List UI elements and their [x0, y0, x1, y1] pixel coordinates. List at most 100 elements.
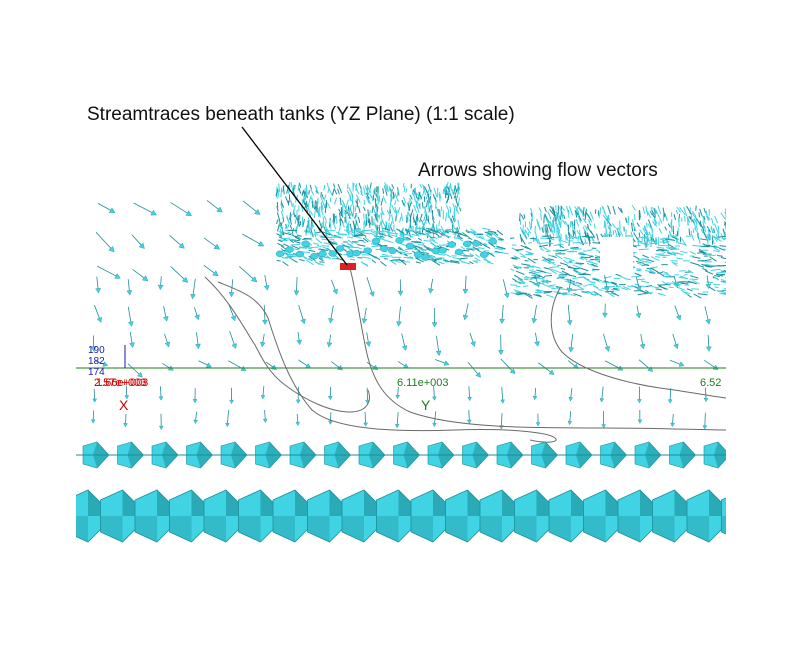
flow-vector-arrow: [534, 332, 540, 347]
dense-vector: [404, 229, 410, 233]
dense-vector: [547, 236, 555, 240]
dense-vector: [396, 228, 405, 235]
dense-vector: [383, 186, 387, 191]
dense-vector: [388, 214, 391, 222]
dense-vector: [523, 277, 529, 279]
dense-vector: [605, 290, 615, 293]
dense-vector: [704, 263, 714, 267]
dense-vector: [344, 209, 348, 215]
dense-vector: [723, 223, 726, 229]
dense-vector: [322, 216, 325, 223]
dense-vector: [657, 292, 663, 296]
dense-vector: [579, 242, 588, 245]
dense-vector: [680, 282, 689, 285]
dense-vector: [432, 230, 438, 233]
flow-vector-arrow: [229, 387, 234, 405]
dense-vector: [337, 184, 343, 194]
dense-vector: [610, 281, 618, 286]
dense-vector-head: [310, 252, 319, 260]
dense-vector: [445, 190, 448, 196]
dense-vector: [513, 255, 521, 260]
dense-vector: [585, 278, 593, 284]
dense-vector: [332, 240, 338, 244]
dense-vector: [692, 228, 695, 234]
dense-vector: [367, 186, 372, 193]
dense-vector: [343, 211, 347, 219]
dense-vector: [651, 285, 660, 289]
dense-vector-head: [295, 250, 305, 258]
flow-vector-arrow: [500, 358, 516, 375]
flow-vector-arrow: [462, 303, 469, 321]
dense-vector: [387, 233, 398, 237]
dense-vector: [541, 259, 551, 264]
dense-vector: [516, 266, 523, 268]
dense-vector: [723, 269, 726, 272]
dense-vector: [298, 182, 302, 189]
dense-vector: [532, 238, 537, 242]
dense-vector: [432, 236, 438, 240]
flow-vector-arrow: [702, 412, 708, 430]
dense-vector: [510, 284, 518, 286]
dense-vector: [403, 202, 406, 208]
flow-vector-arrow: [397, 361, 409, 369]
dense-vector: [673, 247, 680, 250]
dense-vector: [294, 214, 298, 220]
dense-vector: [468, 237, 473, 240]
dense-vector: [347, 209, 351, 220]
dense-vector: [574, 262, 583, 266]
dense-vector: [549, 261, 557, 266]
dense-vector: [556, 212, 559, 218]
dense-vector-head: [395, 237, 404, 244]
dense-vector: [587, 223, 589, 229]
dense-vector: [714, 215, 719, 224]
dense-vector: [657, 248, 668, 251]
dense-vector: [435, 229, 444, 237]
dense-vector: [295, 235, 300, 239]
dense-vector: [384, 182, 388, 192]
dense-vector: [611, 223, 617, 229]
dense-vector-head: [421, 254, 430, 261]
flow-vector-arrow: [158, 386, 164, 401]
flow-vector-arrow: [397, 279, 404, 297]
dense-vector: [306, 202, 309, 208]
dense-vector: [716, 271, 726, 274]
dense-vector: [573, 228, 577, 236]
dense-vector: [572, 276, 583, 280]
dense-vector: [438, 208, 441, 217]
dense-vector: [571, 220, 574, 226]
dense-vector: [525, 251, 535, 255]
dense-vector: [403, 256, 412, 259]
flow-vector-arrow: [566, 304, 573, 326]
dense-vector: [457, 219, 461, 230]
dense-vector: [475, 254, 481, 258]
chevron-large: [756, 490, 800, 542]
dense-vector: [493, 231, 499, 236]
dense-vector: [326, 255, 332, 260]
probe-marker: [340, 263, 356, 270]
streamtrace-annotation: Streamtraces beneath tanks (YZ Plane) (1…: [87, 104, 515, 125]
dense-vector: [576, 207, 580, 215]
dense-vector: [466, 248, 475, 251]
flow-vector-arrow: [96, 265, 121, 279]
dense-vector: [664, 226, 668, 231]
dense-vector: [427, 215, 430, 223]
dense-vector: [398, 258, 407, 266]
dense-vector: [576, 281, 583, 285]
dense-vector: [577, 284, 583, 286]
dense-vector: [586, 262, 596, 268]
dense-vector: [301, 190, 304, 196]
dense-vector: [369, 182, 372, 188]
dense-vector: [394, 200, 397, 206]
dense-vector: [388, 186, 391, 192]
dense-vector: [546, 279, 551, 283]
dense-vector: [455, 198, 459, 207]
dense-vector: [686, 288, 693, 292]
dense-vector: [717, 225, 720, 234]
dense-vector: [445, 205, 450, 212]
flow-vector-arrow: [95, 276, 101, 294]
dense-vector: [445, 212, 448, 222]
dense-vector: [457, 197, 461, 207]
dense-vector: [280, 201, 285, 208]
dense-vector: [665, 273, 671, 277]
dense-vector: [547, 284, 556, 287]
